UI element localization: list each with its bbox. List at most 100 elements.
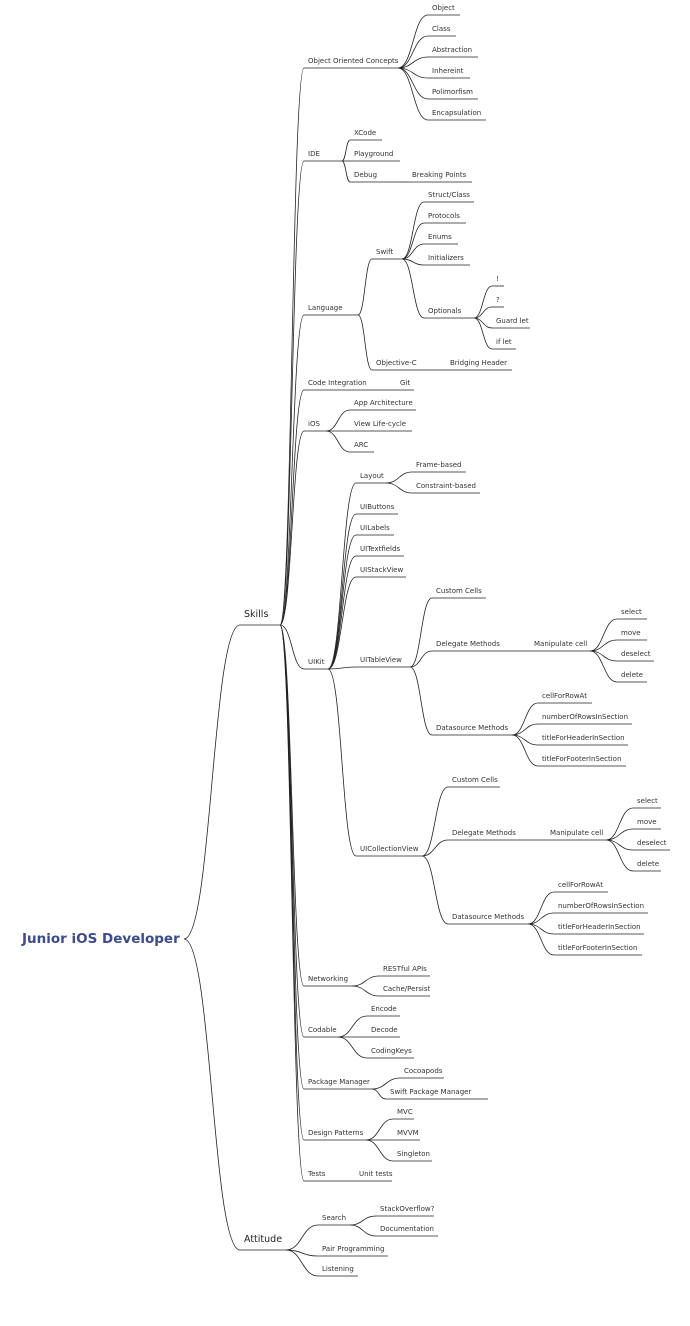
connector-search [285,1224,319,1251]
connector-ios [279,430,305,626]
node-optionals: Optionals [428,307,462,315]
node-language: Language [308,304,343,312]
connector-networking [279,624,305,987]
node-code-integration: Code Integration [308,379,367,387]
connector-restful-apis [351,975,380,987]
node-layout: Layout [360,472,384,480]
connector-optionals [401,258,425,319]
connector-ide [279,160,305,626]
connector-struct-class [401,201,425,260]
node-if-let: if let [496,338,512,346]
node-mvvm: MVVM [397,1129,419,1137]
node-deselect: deselect [637,839,667,847]
connector-abstraction [397,56,429,69]
connector-delete [589,650,618,683]
node-swift-package-manager: Swift Package Manager [390,1088,471,1096]
connector-datasource-methods [421,855,449,925]
node-mark: ? [496,296,500,304]
node-tests: Tests [307,1170,326,1178]
node-debug: Debug [354,171,377,179]
connector-xcode [341,139,351,162]
connector-enums [401,243,425,260]
connector-uikit [279,624,305,670]
node-class: Class [432,25,451,33]
node-titleforfooterinsection: titleForFooterInSection [558,944,637,952]
connector-titleforfooterinsection [527,923,555,956]
connector-cache-persist [351,985,380,997]
connector-singleton [365,1139,394,1162]
node-delegate-methods: Delegate Methods [436,640,500,648]
connector-attitude [183,938,241,1251]
node-delete: delete [637,860,659,868]
node-uitextfields: UITextfields [360,545,400,553]
node-datasource-methods: Datasource Methods [452,913,524,921]
node-singleton: Singleton [397,1150,430,1158]
connector-class [397,35,429,69]
node-object-oriented-concepts: Object Oriented Concepts [308,57,399,65]
node-encapsulation: Encapsulation [432,109,481,117]
node-networking: Networking [308,975,348,983]
connector-listening [285,1249,319,1277]
node-deselect: deselect [621,650,651,658]
connector-numberofrowsinsection [511,723,539,736]
node-delete: delete [621,671,643,679]
node-cache-persist: Cache/Persist [383,985,431,993]
connector-mark [473,285,493,319]
connector-codingkeys [337,1036,368,1059]
node-decode: Decode [371,1026,398,1034]
connector-cellforrowat [511,702,539,736]
node-uitableview: UITableView [360,656,402,664]
node-move: move [637,818,657,826]
node-ios: iOS [308,420,320,428]
connector-design-patterns [279,624,305,1141]
connector-stackoverflow [349,1215,377,1226]
node-inhereint: Inhereint [432,67,464,75]
node-initializers: Initializers [428,254,464,262]
connector-uibuttons [327,513,357,670]
node-xcode: XCode [354,129,376,137]
node-titleforheaderinsection: titleForHeaderInSection [558,923,641,931]
connector-encapsulation [397,67,429,121]
node-uicollectionview: UICollectionView [360,845,419,853]
node-search: Search [322,1214,346,1222]
node-custom-cells: Custom Cells [436,587,482,595]
node-frame-based: Frame-based [416,461,461,469]
connector-skills [183,624,241,940]
connector-numberofrowsinsection [527,912,555,925]
connector-move [605,828,634,841]
node-manipulate-cell: Manipulate cell [550,829,603,837]
connector-uilabels [327,534,357,670]
connector-cocoapods [371,1077,401,1090]
node-numberofrowsinsection: numberOfRowsInSection [542,713,628,721]
node-attitude: Attitude [244,1234,282,1245]
node-listening: Listening [322,1265,354,1273]
connector-if-let [473,317,493,350]
connector-uicollectionview [327,668,357,857]
connector-select [605,807,634,841]
node-uibuttons: UIButtons [360,503,395,511]
connector-app-architecture [325,409,351,432]
connector-debug [341,160,351,183]
connector-delegate-methods [409,650,433,668]
node-select: select [637,797,658,805]
connector-uitableview [327,666,357,670]
node-encode: Encode [371,1005,397,1013]
connector-object-oriented-concepts [279,67,305,626]
connector-language [279,314,305,626]
mind-map-root: Junior iOS Developer [21,931,180,947]
connector-swift [357,258,373,316]
node-select: select [621,608,642,616]
connector-uitextfields [327,555,357,670]
connector-arc [325,430,351,453]
node-uistackview: UIStackView [360,566,403,574]
node-ide: IDE [308,150,320,158]
node-enums: Enums [428,233,452,241]
node-cellforrowat: cellForRowAt [558,881,603,889]
connector-uistackview [327,576,357,670]
node-design-patterns: Design Patterns [308,1129,364,1137]
connector-mark [473,306,493,319]
node-polimorfism: Polimorfism [432,88,473,96]
connector-mvc [365,1118,394,1141]
connector-swift-package-manager [371,1088,387,1100]
